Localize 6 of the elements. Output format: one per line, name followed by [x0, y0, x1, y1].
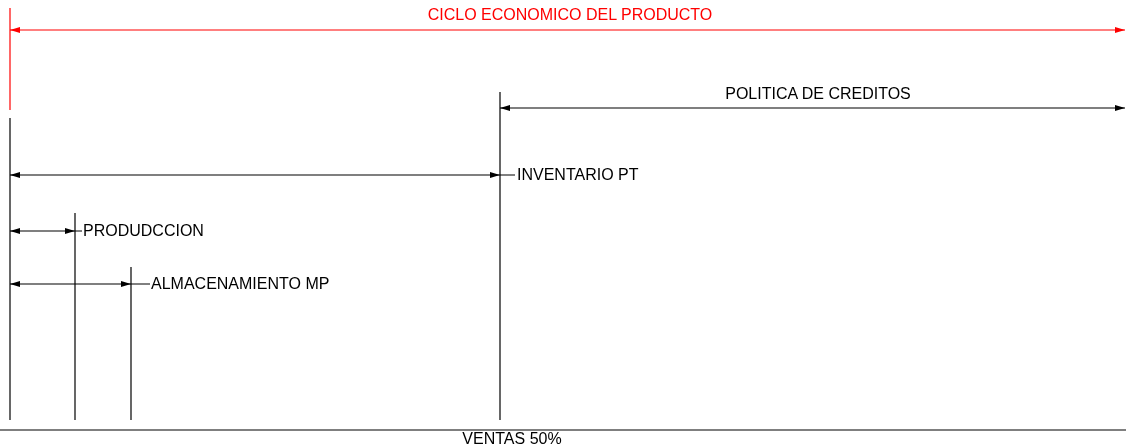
- dimension-label: CICLO ECONOMICO DEL PRODUCTO: [427, 6, 713, 24]
- dimension-label: VENTAS 50%: [462, 430, 562, 448]
- dimension-label: POLITICA DE CREDITOS: [725, 85, 911, 103]
- dimension-label: ALMACENAMIENTO MP: [151, 275, 330, 293]
- dimension-label: PRODUDCCION: [83, 222, 204, 240]
- dimension-label: INVENTARIO PT: [517, 166, 639, 184]
